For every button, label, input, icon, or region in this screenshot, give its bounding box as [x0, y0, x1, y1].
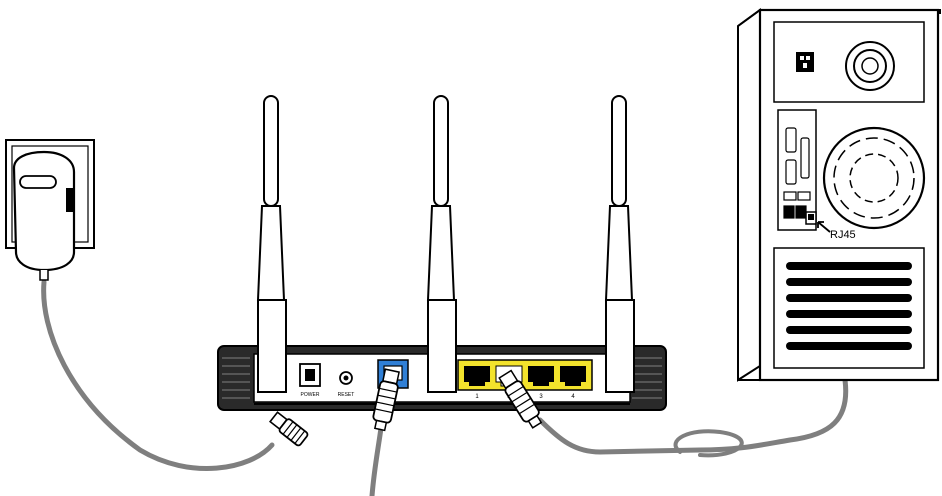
wan-cable: [369, 425, 384, 496]
reset-button: RESET: [338, 371, 355, 398]
rj45-label: RJ45: [830, 229, 856, 241]
lan-cable-loop: [673, 429, 744, 458]
power-plug-icon: [268, 411, 309, 447]
lan-plug-icon: [498, 369, 543, 429]
lan-port-3-label: 3: [539, 394, 543, 400]
power-socket-icon: [796, 52, 814, 72]
antenna-right: [604, 95, 635, 393]
lan-port-3: [528, 366, 554, 386]
power-adapter-icon: [12, 150, 76, 281]
antenna-center: [426, 95, 457, 393]
antenna-left: [256, 95, 287, 393]
rj45-port: [805, 211, 817, 225]
lan-port-4-label: 4: [571, 394, 575, 400]
lan-port-1: [464, 366, 490, 386]
lan-ports: 1 2 3 4: [457, 359, 593, 400]
vent-slots: [786, 262, 912, 350]
reset-button-label: RESET: [338, 392, 355, 398]
power-cable: [41, 279, 275, 471]
power-port-label: POWER: [301, 392, 320, 398]
wan-plug-icon: [372, 368, 400, 432]
wireless-router: POWER RESET 1: [217, 95, 667, 411]
desktop-tower-icon: RJ45: [737, 8, 941, 382]
lan-port-1-label: 1: [475, 394, 479, 400]
case-fan-icon: [822, 126, 926, 230]
power-port: POWER: [299, 363, 321, 398]
psu-fan-icon: [845, 41, 895, 91]
lan-port-4: [560, 366, 586, 386]
rj45-pointer: [817, 221, 831, 233]
